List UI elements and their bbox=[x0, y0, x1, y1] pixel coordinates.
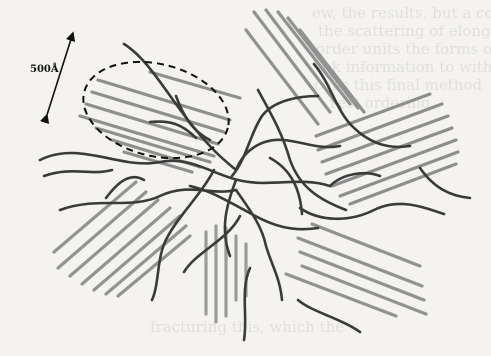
scale-bar-arrow bbox=[46, 36, 72, 118]
scale-bar-label: 500Å bbox=[30, 64, 59, 75]
tie-chains bbox=[40, 44, 470, 340]
lamellae-stack bbox=[286, 224, 426, 316]
lamellae-stack bbox=[316, 94, 458, 204]
lamellae-stack bbox=[246, 10, 364, 124]
lamellae-stack bbox=[54, 182, 190, 296]
